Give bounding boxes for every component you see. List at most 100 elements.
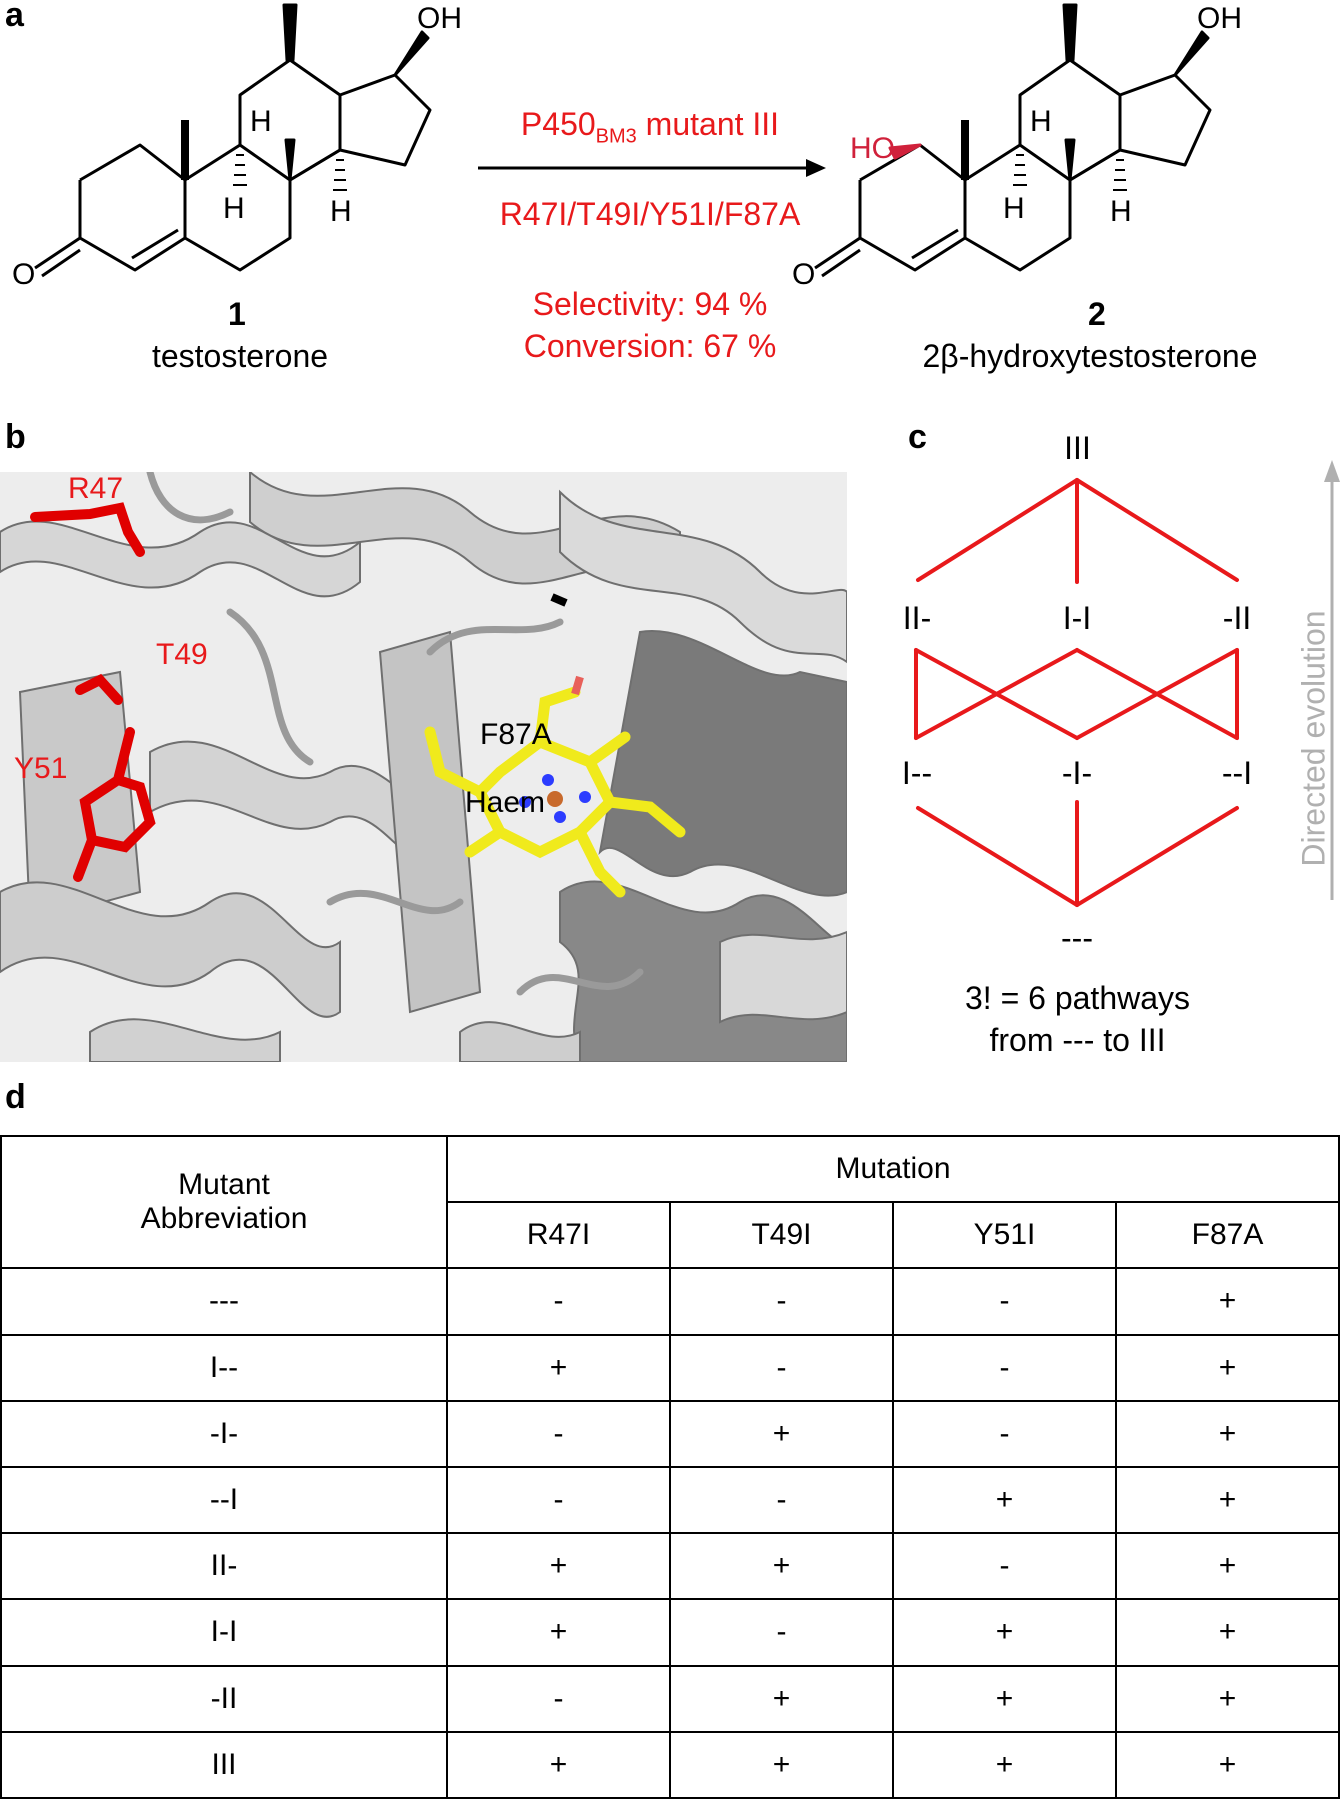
selectivity-value: Selectivity: 94 % <box>532 286 768 322</box>
oh-label-1: OH <box>417 2 462 35</box>
mutation-cell: + <box>669 1664 894 1733</box>
node-II-: II- <box>902 600 932 636</box>
panel-label-b: b <box>5 418 26 456</box>
reaction-scheme <box>34 3 1212 278</box>
mutant-abbrev-cell: --- <box>0 1267 448 1336</box>
node-III: III <box>1064 430 1091 466</box>
oh-label-2: OH <box>1197 2 1242 35</box>
y51-residue <box>73 727 156 882</box>
mutation-cell: + <box>1114 1532 1341 1601</box>
panel-label-a: a <box>5 0 24 34</box>
mutant-abbrev-cell: -I- <box>0 1399 448 1468</box>
column-header: Y51I <box>892 1201 1117 1270</box>
node--I-: -I- <box>1061 755 1093 791</box>
mutation-cell: + <box>1114 1730 1341 1800</box>
node---I: --I <box>1221 755 1253 791</box>
label-haem: Haem <box>465 786 546 819</box>
mutation-cell: + <box>669 1399 894 1468</box>
label-f87a: F87A <box>480 718 552 751</box>
column-header: T49I <box>669 1201 894 1270</box>
conversion-value: Conversion: 67 % <box>523 328 777 364</box>
header-mutation: Mutation <box>445 1134 1341 1204</box>
haem-sticks <box>424 686 686 898</box>
table-row: II-++-+ <box>0 1532 1341 1601</box>
table-header-row-1: Mutant Abbreviation Mutation <box>0 1134 1341 1270</box>
mutant-abbrev-cell: I-- <box>0 1333 448 1402</box>
mutation-cell: + <box>446 1730 671 1800</box>
reagent-label: P450BM3 mutant III <box>520 106 780 148</box>
table-header-row-2: R47I T49I Y51I F87A <box>1 1201 1341 1270</box>
pathways-caption-line1: 3! = 6 pathways <box>964 980 1191 1016</box>
t49-residue <box>75 673 123 705</box>
mutant-abbrev-cell: I-I <box>0 1598 448 1667</box>
pathway-lattice <box>914 460 1340 907</box>
label-r47: R47 <box>68 472 124 505</box>
mutation-cell: + <box>1114 1664 1341 1733</box>
pathways-caption-line2: from --- to III <box>989 1022 1166 1058</box>
mutant-abbrev-cell: III <box>0 1730 448 1800</box>
compound-1-name: testosterone <box>151 338 329 374</box>
node--II: -II <box>1222 600 1252 636</box>
mutation-cell: - <box>669 1333 894 1402</box>
mutation-cell: + <box>892 1598 1117 1667</box>
label-t49: T49 <box>156 638 208 671</box>
node----: --- <box>1061 920 1093 956</box>
mutation-cell: - <box>669 1598 894 1667</box>
panel-label-d: d <box>5 1078 26 1116</box>
table-row: ------+ <box>0 1267 1341 1336</box>
column-header: F87A <box>1114 1201 1341 1270</box>
mutation-cell: + <box>1114 1598 1341 1667</box>
r47-residue <box>30 502 145 557</box>
table-row: --I--++ <box>0 1465 1341 1535</box>
mutation-cell: + <box>446 1333 671 1402</box>
mutation-cell: + <box>1114 1465 1341 1535</box>
node-I-I: I-I <box>1062 600 1092 636</box>
mutation-cell: + <box>669 1730 894 1800</box>
compound-2-name: 2β-hydroxytestosterone <box>922 338 1258 374</box>
table-row: -II-+++ <box>0 1664 1341 1733</box>
mutation-cell: + <box>892 1664 1117 1733</box>
mutation-cell: + <box>892 1465 1117 1535</box>
mutation-cell: - <box>669 1267 894 1336</box>
compound-2-number: 2 <box>1088 296 1106 332</box>
mutation-cell: + <box>1114 1333 1341 1402</box>
mutant-abbrev-cell: II- <box>0 1532 448 1601</box>
mutant-abbrev-cell: --I <box>0 1465 448 1535</box>
compound-1-number: 1 <box>228 296 246 332</box>
mutation-cell: - <box>446 1664 671 1733</box>
table-row: I-I+-++ <box>0 1598 1341 1667</box>
table-row: III++++ <box>0 1730 1341 1800</box>
mutation-list: R47I/T49I/Y51I/F87A <box>499 196 801 232</box>
h-label-1b: H <box>223 192 245 225</box>
header-mutant-abbreviation: Mutant Abbreviation <box>0 1134 448 1270</box>
h-label-2c: H <box>1110 195 1132 228</box>
mutation-cell: - <box>892 1532 1117 1601</box>
panel-label-c: c <box>908 418 927 456</box>
protein-structure-image <box>0 472 847 1062</box>
h-label-1a: H <box>250 105 272 138</box>
h-label-2b: H <box>1003 192 1025 225</box>
h-label-2a: H <box>1030 105 1052 138</box>
mutation-table: Mutant Abbreviation Mutation R47I T49I Y… <box>0 1134 1341 1800</box>
column-header: R47I <box>446 1201 671 1270</box>
mutation-cell: - <box>892 1399 1117 1468</box>
mutant-abbrev-cell: -II <box>0 1664 448 1733</box>
mutation-cell: + <box>446 1598 671 1667</box>
label-y51: Y51 <box>14 752 68 785</box>
mutation-cell: + <box>669 1532 894 1601</box>
mutation-cell: - <box>669 1465 894 1535</box>
table-row: I--+--+ <box>0 1333 1341 1402</box>
node-I--: I-- <box>901 755 933 791</box>
mutation-cell: - <box>892 1333 1117 1402</box>
ho-label-2: HO <box>850 132 895 165</box>
o-label-1: O <box>12 258 36 291</box>
directed-evolution-label: Directed evolution <box>1295 610 1332 867</box>
mutation-cell: - <box>446 1465 671 1535</box>
mutation-cell: + <box>892 1730 1117 1800</box>
ring-a-bonds <box>78 143 187 272</box>
mutation-cell: - <box>892 1267 1117 1336</box>
table-row: -I--+-+ <box>0 1399 1341 1468</box>
h-label-1c: H <box>330 195 352 228</box>
mutation-cell: + <box>1114 1267 1341 1336</box>
o-label-2: O <box>792 258 816 291</box>
